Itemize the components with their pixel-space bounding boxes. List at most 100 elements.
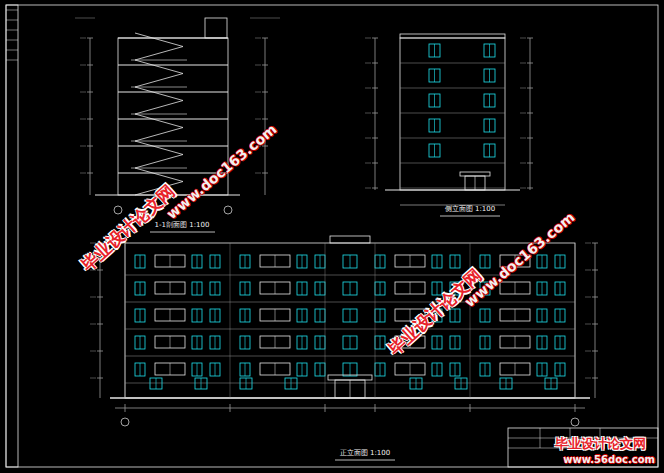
window — [537, 309, 547, 322]
window — [210, 255, 220, 268]
floor-line — [400, 163, 505, 164]
level-mark — [90, 324, 96, 325]
parapet — [400, 34, 505, 38]
window-mullion — [437, 363, 438, 376]
window — [537, 282, 547, 295]
window-mullion — [560, 282, 561, 295]
window — [375, 255, 385, 268]
floor-line — [400, 138, 505, 139]
dimension-tick — [592, 243, 598, 244]
window-mullion — [320, 363, 321, 376]
axis-bubble — [224, 206, 232, 214]
balcony-mullion — [275, 309, 276, 321]
balcony-mullion — [170, 336, 171, 348]
door-canopy — [460, 172, 490, 176]
title-underline — [335, 460, 395, 461]
window — [315, 282, 325, 295]
balcony-mullion — [410, 282, 411, 294]
window-mullion — [350, 255, 351, 268]
window-mullion — [350, 363, 351, 376]
window-mullion — [485, 363, 486, 376]
window — [537, 336, 547, 349]
floor-slab — [118, 38, 228, 39]
window-mullion — [380, 282, 381, 295]
window-mullion — [434, 94, 435, 107]
dimension-tick — [470, 404, 471, 412]
stair-flight — [135, 87, 183, 114]
window — [429, 144, 440, 157]
window-mullion — [350, 309, 351, 322]
entrance-door — [465, 176, 485, 190]
door-leaf — [475, 176, 476, 190]
binding-strip — [6, 5, 18, 467]
balcony — [500, 336, 530, 348]
level-mark — [365, 138, 371, 139]
floor-line — [400, 63, 505, 64]
window-mullion — [542, 255, 543, 268]
floor-slab — [118, 119, 228, 120]
window — [545, 378, 557, 389]
level-mark — [520, 113, 526, 114]
dimension-tick — [87, 146, 93, 147]
window — [297, 255, 307, 268]
window — [240, 363, 250, 376]
window-mullion — [320, 309, 321, 322]
landing — [131, 60, 187, 61]
window — [135, 336, 145, 349]
window-mullion — [140, 282, 141, 295]
window — [135, 282, 145, 295]
balcony-mullion — [515, 309, 516, 321]
balcony-mullion — [275, 336, 276, 348]
door-leaf — [350, 380, 351, 398]
window — [484, 44, 495, 57]
landing — [131, 114, 187, 115]
window-mullion — [437, 282, 438, 295]
dimension-tick — [262, 38, 268, 39]
window — [450, 363, 460, 376]
window — [343, 336, 357, 349]
dimension-line — [375, 38, 376, 190]
strip-row — [6, 50, 18, 51]
level-mark — [90, 351, 96, 352]
balcony-mullion — [275, 282, 276, 294]
landing — [131, 141, 187, 142]
window — [480, 309, 490, 322]
window — [210, 363, 220, 376]
window-mullion — [302, 309, 303, 322]
balcony-mullion — [410, 363, 411, 375]
window — [135, 363, 145, 376]
window-mullion — [197, 255, 198, 268]
dimension-tick — [262, 92, 268, 93]
window-mullion — [291, 378, 292, 389]
balcony — [260, 336, 290, 348]
dimension-tick — [372, 63, 378, 64]
level-mark — [80, 173, 86, 174]
window — [555, 309, 565, 322]
drawing-title: 正立面图 1:100 — [340, 450, 390, 458]
window — [450, 255, 460, 268]
window — [192, 309, 202, 322]
balcony-mullion — [275, 255, 276, 267]
window-mullion — [246, 378, 247, 389]
balcony-mullion — [515, 282, 516, 294]
strip-row — [6, 40, 18, 41]
window-mullion — [560, 363, 561, 376]
stair-tower-top — [205, 18, 227, 38]
dimension-line — [595, 243, 596, 398]
window — [297, 336, 307, 349]
window — [297, 309, 307, 322]
floor-line — [400, 188, 505, 189]
window — [240, 336, 250, 349]
window — [343, 282, 357, 295]
level-mark — [585, 270, 591, 271]
level-mark — [80, 92, 86, 93]
window — [429, 94, 440, 107]
level-mark — [585, 243, 591, 244]
window — [432, 336, 442, 349]
dimension-line — [115, 408, 585, 409]
window — [480, 363, 490, 376]
window — [537, 255, 547, 268]
floor-slab — [118, 92, 228, 93]
dimension-tick — [262, 173, 268, 174]
window-mullion — [434, 144, 435, 157]
